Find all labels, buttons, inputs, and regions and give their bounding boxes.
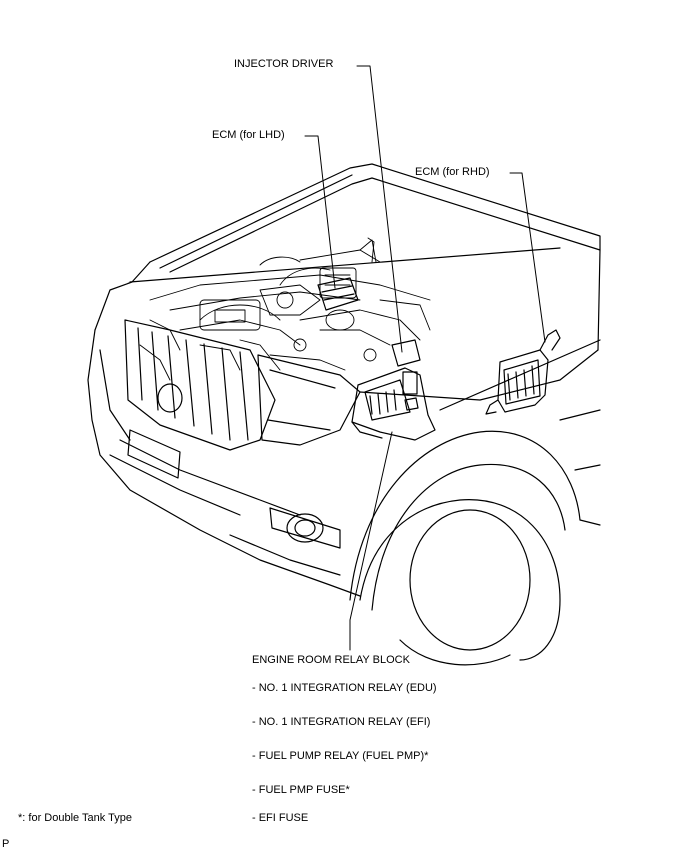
leader-relay-block <box>349 431 393 651</box>
leader-lines <box>304 65 546 651</box>
ecm-rhd-component <box>485 329 561 415</box>
corner-mark: P <box>2 838 10 850</box>
label-ecm-lhd: ECM (for LHD) <box>212 129 285 141</box>
relay-item: - EFI FUSE <box>252 812 309 824</box>
leader-ecm-rhd <box>509 172 546 343</box>
relay-item: - FUEL PUMP RELAY (FUEL PMP)* <box>252 750 429 762</box>
relay-item: - FUEL PMP FUSE* <box>252 784 350 796</box>
relay-block-component <box>351 367 436 441</box>
relay-item: - NO. 1 INTEGRATION RELAY (EFI) <box>252 716 431 728</box>
injector-driver-component <box>391 339 421 367</box>
engine-bay <box>139 237 431 381</box>
vehicle-body <box>87 163 601 666</box>
label-ecm-rhd: ECM (for RHD) <box>415 166 490 178</box>
label-engine-room-relay-block: ENGINE ROOM RELAY BLOCK <box>252 654 410 666</box>
leader-ecm-lhd <box>304 135 336 289</box>
ecm-lhd-component <box>317 277 359 311</box>
leader-injector-driver <box>356 65 403 353</box>
footnote: *: for Double Tank Type <box>18 812 132 824</box>
relay-item: - NO. 1 INTEGRATION RELAY (EDU) <box>252 682 437 694</box>
label-injector-driver: INJECTOR DRIVER <box>234 58 334 70</box>
